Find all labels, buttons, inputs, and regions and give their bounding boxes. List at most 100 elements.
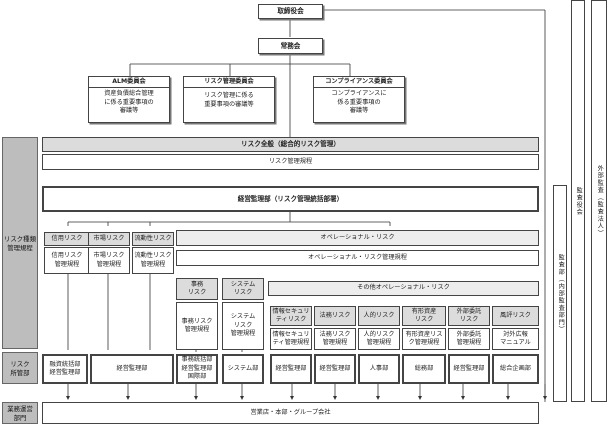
- op-item-name: 事務 リスク: [187, 280, 207, 296]
- side-owner-text: リスク 所管部: [10, 360, 30, 377]
- management-supervision-dept: 経営監理部（リスク管理統括部署）: [42, 186, 539, 212]
- tangible-asset-risk-title: 有形資産 リスク: [402, 306, 446, 326]
- column-rules: 信用リスク 管理規程: [51, 252, 83, 268]
- column-name: 市場リスク: [93, 234, 125, 242]
- owner-dept-label: 経営監理部: [319, 364, 351, 372]
- corporate-auditors-label: 監査役会: [575, 186, 583, 216]
- other-operational-title: その他オペレーショナル・リスク: [268, 281, 539, 296]
- reputation-risk-rules: 対外広報 マニュアル: [492, 328, 539, 350]
- op-item-rules: 事務リスク 管理規程: [181, 317, 213, 333]
- column-name: 信用リスク: [51, 234, 83, 242]
- column-liquidity-rules: 流動性リスク 管理規程: [132, 247, 174, 274]
- other-item-rules: 有形資産リス ク管理規程: [405, 330, 443, 346]
- owner-dept-label: 経営監理部: [275, 364, 307, 372]
- owner-dept: 融資統括部 経営監理部: [42, 354, 88, 384]
- committee-desc: 資産負債総合管理 に係る重要事項の 審議等: [104, 90, 154, 115]
- legal-risk-title: 法務リスク: [314, 306, 356, 326]
- other-item-name: 人的リスク: [363, 311, 395, 319]
- outsourcing-risk-rules: 外部委託 管理規程: [448, 328, 490, 350]
- owner-dept: 事務統括部 経営監理部 国際部: [176, 354, 218, 384]
- risk-management-rules-label: リスク管理規程: [268, 157, 313, 165]
- admin-risk-rules: 事務リスク 管理規程: [176, 302, 218, 350]
- column-name: 流動性リスク: [134, 234, 172, 242]
- board-of-directors-box: 取締役会: [258, 4, 323, 19]
- other-item-rules: 対外広報 マニュアル: [500, 330, 531, 346]
- corporate-auditors-box: 監査役会: [571, 0, 585, 402]
- op-item-name: システム リスク: [230, 280, 256, 296]
- outsourcing-risk-title: 外部委託 リスク: [448, 306, 490, 326]
- committee-desc: リスク管理に係る 重要事項の審議等: [204, 92, 254, 108]
- owner-dept: 経営監理部: [90, 354, 174, 384]
- operational-risk-label: オペレーショナル・リスク: [320, 233, 395, 241]
- overall-risk-label: リスク全般（総合的リスク管理）: [241, 140, 340, 149]
- column-market-rules: 市場リスク 管理規程: [88, 247, 130, 274]
- other-item-name: 風評リスク: [500, 311, 531, 319]
- operational-risk-title: オペレーショナル・リスク: [176, 230, 539, 246]
- column-credit-title: 信用リスク: [44, 232, 90, 246]
- executive-label: 常務会: [280, 41, 301, 50]
- column-rules: 流動性リスク 管理規程: [134, 252, 172, 268]
- infosec-risk-title: 情報セキュリ ティリスク: [270, 306, 312, 326]
- owner-dept: 経営監理部: [448, 354, 490, 384]
- human-risk-rules: 人的リスク 管理規程: [358, 328, 400, 350]
- system-risk-rules: システム リスク 管理規程: [222, 302, 264, 350]
- external-audit-label: 外部監査（監査法人）: [596, 165, 604, 237]
- owner-dept-label: 総合企画部: [500, 364, 531, 372]
- board-label: 取締役会: [277, 7, 304, 16]
- other-item-rules: 情報セキュリ ティ管理規程: [272, 330, 310, 346]
- other-item-rules: 人的リスク 管理規程: [363, 330, 395, 346]
- side-owner-label: リスク 所管部: [2, 352, 38, 384]
- internal-audit-label: 監査部（内部監査部門）: [557, 253, 565, 334]
- side-business-label: 業務運営 部門: [2, 402, 38, 424]
- owner-dept-label: 総務部: [414, 364, 434, 372]
- other-item-rules: 法務リスク 管理規程: [319, 330, 351, 346]
- overall-risk-title: リスク全般（総合的リスク管理）: [42, 137, 539, 152]
- other-item-name: 情報セキュリ ティリスク: [272, 307, 310, 323]
- owner-dept-label: 人事部: [369, 364, 389, 372]
- committee-alm: ALM委員会 資産負債総合管理 に係る重要事項の 審議等: [88, 76, 170, 123]
- side-business-text: 業務運営 部門: [7, 405, 33, 422]
- owner-dept-label: 経営監理部: [453, 364, 485, 372]
- owner-dept: システム部: [222, 354, 264, 384]
- other-item-rules: 外部委託 管理規程: [456, 330, 482, 346]
- owner-dept: 経営監理部: [314, 354, 356, 384]
- committee-compliance: コンプライアンス委員会 コンプライアンスに 係る重要事項の 審議等: [313, 76, 405, 123]
- operational-risk-rules-label: オペレーショナル・リスク管理規程: [308, 253, 407, 261]
- risk-management-rules: リスク管理規程: [42, 154, 539, 170]
- owner-dept-label: 事務統括部 経営監理部 国際部: [181, 356, 213, 381]
- side-rules-label: リスク種類 管理規程: [2, 137, 38, 349]
- column-rules: 市場リスク 管理規程: [93, 252, 125, 268]
- committee-risk: リスク管理委員会 リスク管理に係る 重要事項の審議等: [183, 76, 275, 123]
- column-market-title: 市場リスク: [88, 232, 130, 246]
- other-operational-label: その他オペレーショナル・リスク: [357, 284, 450, 292]
- legal-risk-rules: 法務リスク 管理規程: [314, 328, 356, 350]
- committee-title: コンプライアンス委員会: [314, 77, 404, 89]
- owner-dept: 人事部: [358, 354, 400, 384]
- operational-risk-rules: オペレーショナル・リスク管理規程: [176, 250, 539, 266]
- external-audit-box: 外部監査（監査法人）: [591, 0, 607, 402]
- column-liquidity-title: 流動性リスク: [132, 232, 174, 246]
- owner-dept: 経営監理部: [270, 354, 312, 384]
- other-item-name: 有形資産 リスク: [411, 307, 437, 323]
- column-credit-rules: 信用リスク 管理規程: [44, 247, 90, 274]
- owner-dept-label: システム部: [227, 364, 259, 372]
- system-risk-title: システム リスク: [222, 278, 264, 300]
- tangible-asset-risk-rules: 有形資産リス ク管理規程: [402, 328, 446, 350]
- business-units-label: 営業店・本部・グループ会社: [250, 408, 331, 416]
- business-units-box: 営業店・本部・グループ会社: [42, 402, 539, 424]
- human-risk-title: 人的リスク: [358, 306, 400, 326]
- admin-risk-title: 事務 リスク: [176, 278, 218, 300]
- owner-dept-label: 経営監理部: [116, 364, 148, 372]
- executive-committee-box: 常務会: [258, 38, 323, 54]
- committee-title: ALM委員会: [89, 77, 169, 89]
- infosec-risk-rules: 情報セキュリ ティ管理規程: [270, 328, 312, 350]
- owner-dept-label: 融資統括部 経営監理部: [49, 360, 81, 376]
- internal-audit-box: 監査部（内部監査部門）: [553, 185, 567, 402]
- other-item-name: 法務リスク: [319, 311, 351, 319]
- side-rules-text: リスク種類 管理規程: [4, 235, 36, 252]
- committee-title: リスク管理委員会: [184, 77, 274, 89]
- owner-dept: 総務部: [402, 354, 446, 384]
- owner-dept: 総合企画部: [492, 354, 539, 384]
- other-item-name: 外部委託 リスク: [456, 307, 482, 323]
